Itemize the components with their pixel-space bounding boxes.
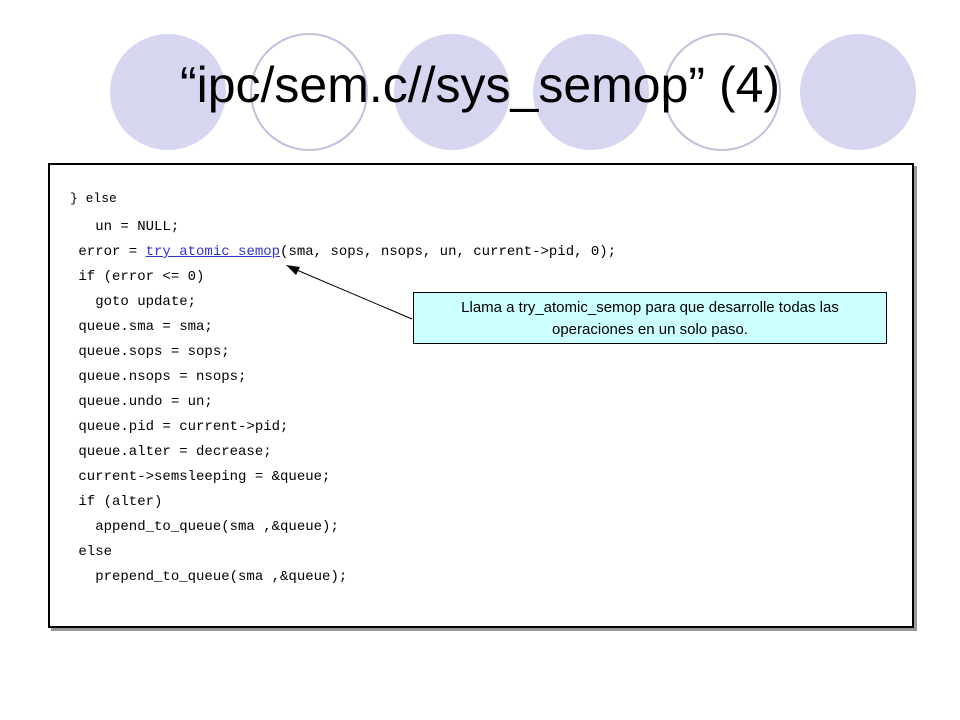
code-line-14: append_to_queue(sma ,&queue);	[70, 519, 339, 535]
circle-6	[800, 34, 916, 150]
callout-arrow-head	[286, 265, 300, 275]
decorative-circles	[110, 33, 916, 151]
code-line-13: if (alter)	[70, 494, 163, 510]
code-line-16: prepend_to_queue(sma ,&queue);	[70, 569, 348, 585]
code-line-10: queue.pid = current->pid;	[70, 419, 289, 435]
code-line-1: } else	[70, 191, 117, 206]
code-line-4: if (error <= 0)	[70, 269, 205, 285]
code-line-6: queue.sma = sma;	[70, 319, 213, 335]
circle-3	[394, 34, 510, 150]
circle-4	[533, 34, 649, 150]
code-line-12: current->semsleeping = &queue;	[70, 469, 331, 485]
code-line-2: un = NULL;	[70, 219, 180, 235]
slide-title: “ipc/sem.c//sys_semop” (4)	[179, 57, 781, 113]
code-line-3: error = try_atomic_semop(sma, sops, nsop…	[70, 244, 616, 260]
code-line-8: queue.nsops = nsops;	[70, 369, 247, 385]
code-line-15: else	[70, 544, 113, 560]
callout-arrow-line	[291, 267, 413, 320]
code-line-5: goto update;	[70, 294, 197, 310]
code-line-11: queue.alter = decrease;	[70, 444, 272, 460]
callout-note: Llama a try_atomic_semop para que desarr…	[413, 292, 887, 344]
code-line-9: queue.undo = un;	[70, 394, 213, 410]
code-line-3-start: error =	[70, 244, 146, 260]
callout-text-line-2: operaciones en un solo paso.	[552, 321, 748, 338]
callout-text-line-1: Llama a try_atomic_semop para que desarr…	[461, 299, 839, 316]
code-line-7: queue.sops = sops;	[70, 344, 230, 360]
code-line-3-rest: (sma, sops, nsops, un, current->pid, 0);	[280, 244, 617, 260]
circle-2	[250, 33, 368, 151]
circle-5	[663, 33, 781, 151]
try-atomic-semop-link[interactable]: try_atomic_semop	[145, 244, 281, 260]
circle-1	[110, 34, 226, 150]
code-box	[48, 163, 914, 628]
